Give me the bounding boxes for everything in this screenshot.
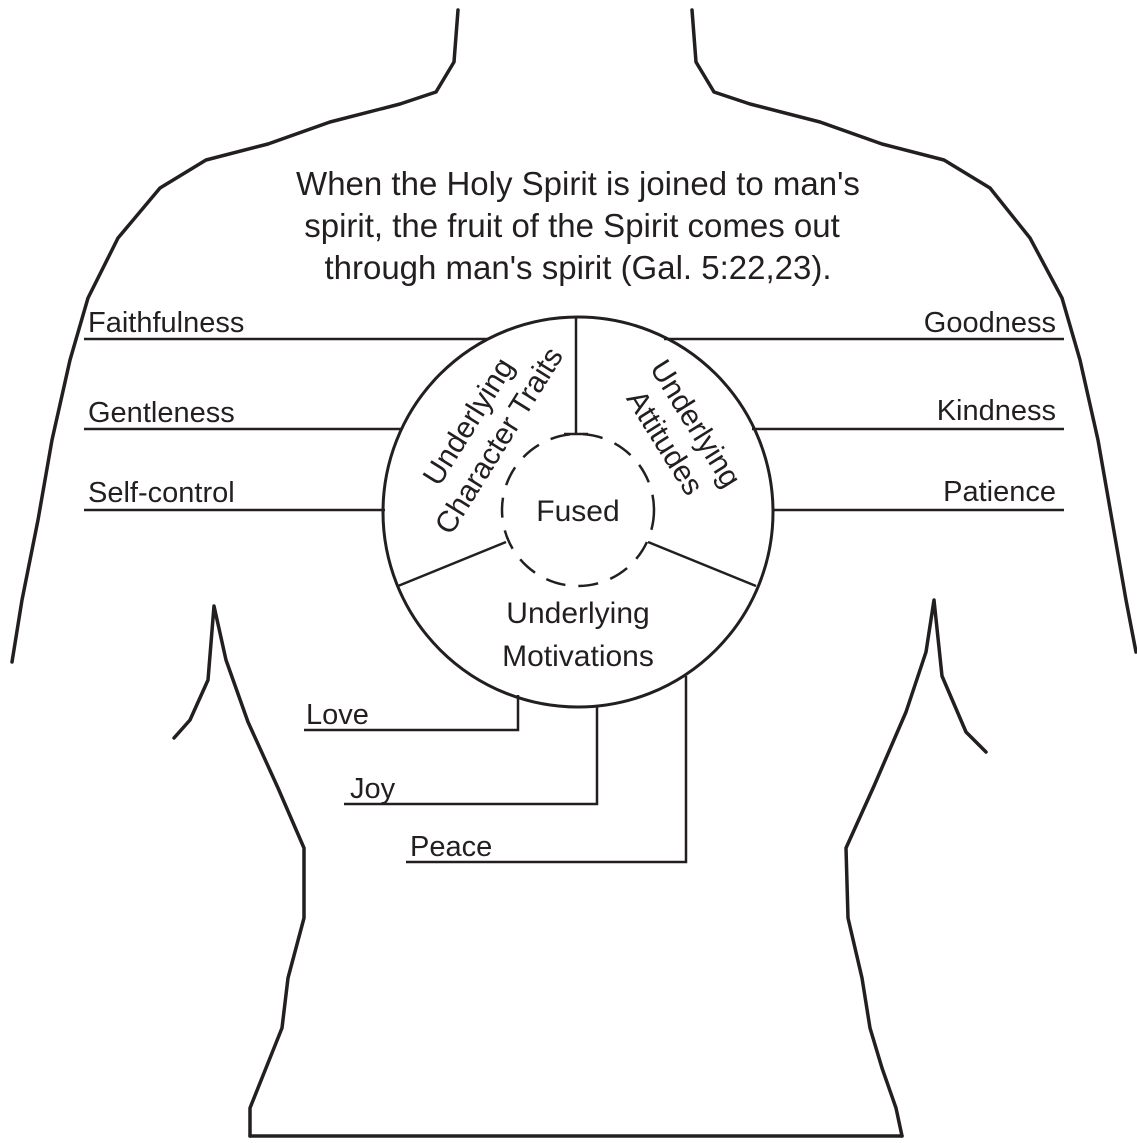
trait-label-peace: Peace	[410, 831, 492, 863]
divider-left	[398, 542, 506, 586]
body-left-side	[174, 606, 304, 1136]
caption-line-2: spirit, the fruit of the Spirit comes ou…	[304, 207, 840, 244]
caption-line-3: through man's spirit (Gal. 5:22,23).	[324, 249, 831, 286]
bottom-traits: Love Joy Peace	[304, 676, 686, 863]
trait-label-kindness: Kindness	[937, 395, 1056, 427]
body-right-side	[846, 600, 986, 1136]
trait-label-faithfulness: Faithfulness	[88, 307, 244, 339]
trait-label-goodness: Goodness	[924, 307, 1056, 339]
sector-motivations-line-1: Underlying	[506, 597, 649, 630]
sector-motivations-line-2: Motivations	[502, 640, 654, 673]
trait-label-self-control: Self-control	[88, 477, 235, 509]
trait-label-patience: Patience	[943, 476, 1056, 508]
neck-right-line	[692, 10, 1136, 652]
trait-label-gentleness: Gentleness	[88, 397, 235, 429]
trait-label-love: Love	[306, 699, 369, 731]
divider-right	[648, 542, 756, 586]
sector-attitudes: Underlying Attitudes	[613, 354, 748, 512]
caption-line-1: When the Holy Spirit is joined to man's	[296, 165, 860, 202]
trait-label-joy: Joy	[350, 773, 396, 805]
fruit-circle: Fused Underlying Character Traits Underl…	[383, 317, 773, 707]
center-label-fused: Fused	[536, 495, 619, 528]
caption: When the Holy Spirit is joined to man's …	[296, 165, 860, 286]
